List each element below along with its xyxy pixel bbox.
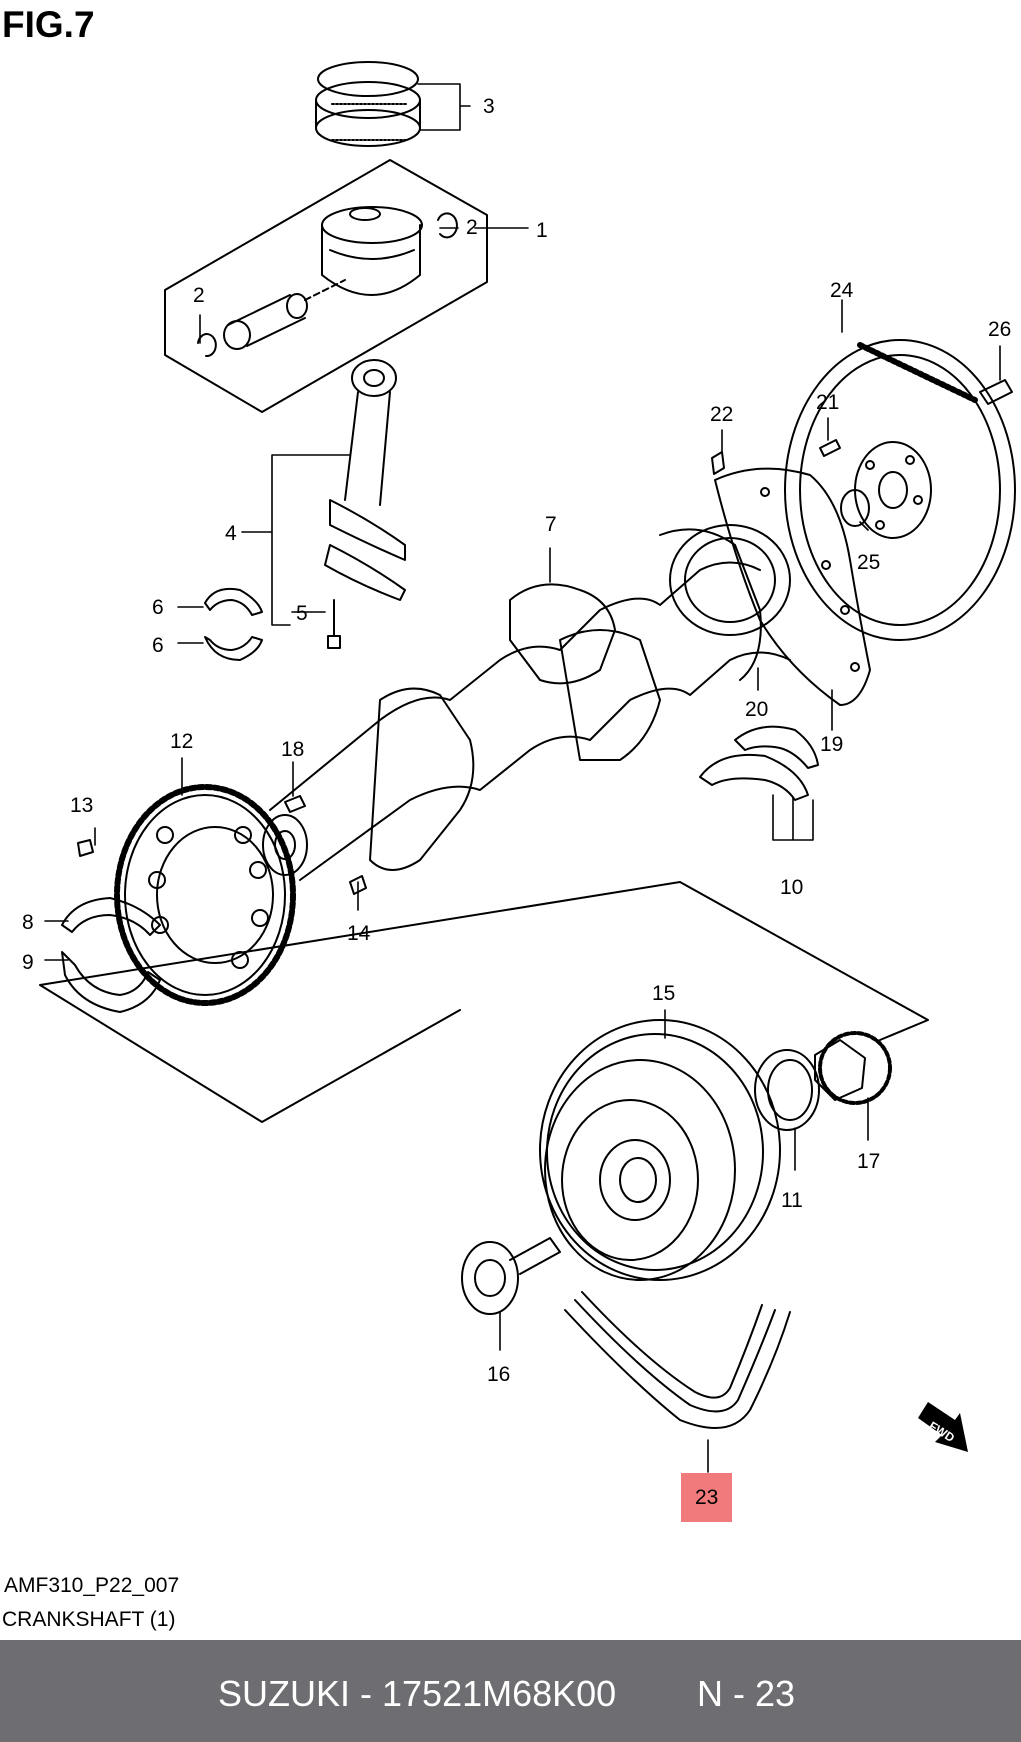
callout-23: 23	[695, 1486, 718, 1509]
callout-20: 20	[745, 698, 768, 721]
thrust-bearings	[61, 897, 161, 1013]
callout-21: 21	[816, 391, 839, 414]
crank-pulley	[539, 1019, 781, 1281]
callout-13: 13	[70, 794, 93, 817]
crankshaft	[262, 524, 791, 881]
callout-8: 8	[22, 911, 34, 934]
callout-15: 15	[652, 982, 675, 1005]
front-group-box	[39, 881, 929, 1123]
callout-2-lower: 2	[193, 284, 205, 307]
callout-7: 7	[545, 513, 557, 536]
pilot-bearing	[840, 489, 870, 527]
pulley-bolt	[461, 1237, 561, 1315]
callout-4: 4	[225, 522, 237, 545]
conrod-bolt	[327, 599, 341, 649]
flywheel-bolt	[979, 379, 1013, 405]
timing-gear	[814, 1031, 892, 1105]
figure-code: AMF310_P22_007	[4, 1574, 180, 1597]
callout-6-upper: 6	[152, 596, 164, 619]
woodruff-key	[284, 795, 306, 813]
footer-position: N - 23	[697, 1673, 796, 1714]
callout-25: 25	[857, 551, 880, 574]
front-oil-seal	[754, 1049, 820, 1131]
seal-housing-bolt	[819, 439, 841, 457]
oil-seal-housing	[714, 467, 871, 706]
fwd-arrow-icon	[918, 1402, 968, 1452]
piston	[321, 206, 423, 296]
piston-pin	[223, 279, 346, 350]
flywheel	[784, 339, 1016, 641]
v-ribbed-belt	[564, 1291, 791, 1429]
figure-name: CRANKSHAFT (1)	[2, 1608, 176, 1631]
callout-2-upper: 2	[466, 216, 478, 239]
callout-16: 16	[487, 1363, 510, 1386]
piston-rings	[315, 61, 421, 147]
callout-6-lower: 6	[152, 634, 164, 657]
crankshaft-diagram: FWD 1 2 2 3 4 5 6 6 7 8 9 10 11 12 13 14…	[22, 61, 1016, 1522]
callout-17: 17	[857, 1150, 880, 1173]
footer-part-number: SUZUKI - 17521M68K00	[218, 1673, 617, 1714]
snap-ring-upper	[437, 212, 458, 239]
callout-22: 22	[710, 403, 733, 426]
main-bearings	[699, 725, 819, 801]
callout-5: 5	[296, 602, 308, 625]
callout-24: 24	[830, 279, 854, 302]
callout-26: 26	[988, 318, 1011, 341]
leader-lines	[44, 83, 1001, 1473]
conrod-bearings	[204, 587, 263, 661]
thrust-washer	[659, 528, 762, 681]
callout-1: 1	[536, 219, 548, 242]
highlight-box-23	[681, 1473, 732, 1522]
crank-pin	[349, 875, 367, 895]
callout-11: 11	[781, 1189, 803, 1212]
timing-sprocket	[114, 784, 296, 1006]
sprocket-bolt	[77, 839, 94, 857]
callout-9: 9	[22, 951, 34, 974]
callout-14: 14	[347, 922, 371, 945]
figure-title: FIG.7	[2, 4, 95, 45]
callout-3: 3	[483, 95, 495, 118]
connecting-rod	[324, 359, 406, 601]
footer-bar	[0, 1640, 1021, 1742]
callout-19: 19	[820, 733, 843, 756]
callout-12: 12	[170, 730, 193, 753]
piston-group-box	[164, 159, 488, 413]
callout-18: 18	[281, 738, 304, 761]
dowel-pin	[711, 451, 725, 475]
callout-10: 10	[780, 876, 803, 899]
